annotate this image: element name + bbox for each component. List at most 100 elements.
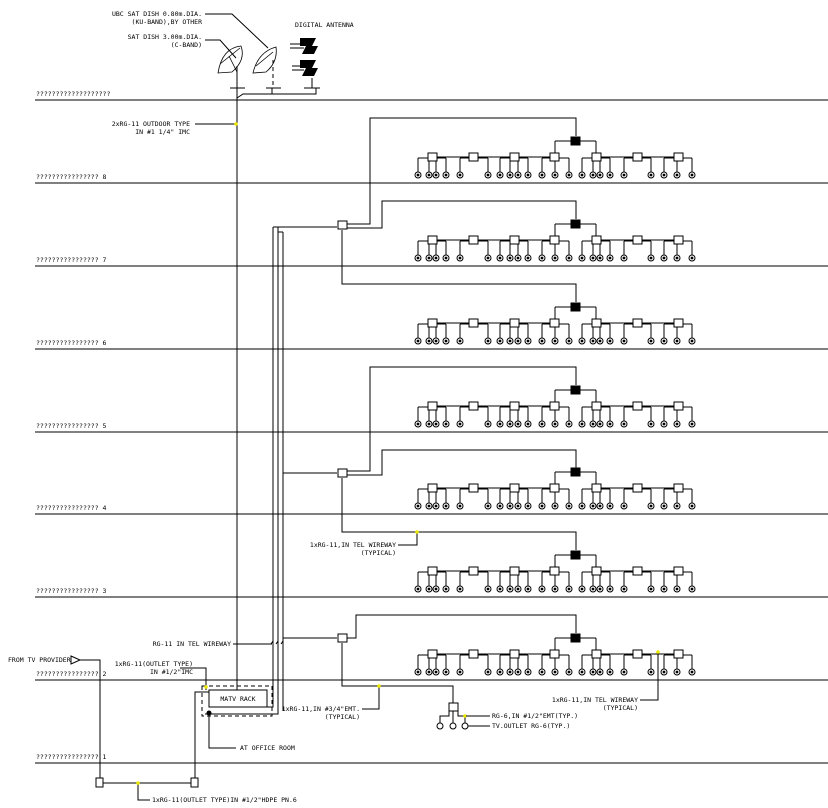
tv-outlet-core <box>675 173 679 177</box>
tap-off-icon <box>427 401 438 411</box>
floor-block <box>414 219 696 262</box>
tv-outlet-core <box>690 422 694 426</box>
tv-outlet-core <box>608 504 612 508</box>
tv-outlet-core <box>567 587 571 591</box>
tv-outlet-core <box>553 504 557 508</box>
tap-off-icon <box>427 566 438 576</box>
tv-outlet-core <box>553 256 557 260</box>
tv-outlet-core <box>526 587 530 591</box>
tv-outlet-core <box>622 339 626 343</box>
digital-antenna-label: DIGITAL ANTENNA <box>295 21 354 29</box>
floor-block <box>414 385 696 428</box>
handhole-box-right <box>190 777 199 788</box>
tap-off-icon <box>468 649 479 659</box>
matv-rack-label: MATV RACK <box>220 695 255 703</box>
wireway-typical-label-b: 1xRG-11,IN TEL WIREWAY <box>552 696 638 704</box>
tv-outlet-core <box>508 422 512 426</box>
tv-outlet-core <box>690 670 694 674</box>
tv-outlet-core <box>580 339 584 343</box>
tv-outlet-core <box>580 670 584 674</box>
emt-label: 1xRG-11,IN #3/4"EMT. <box>282 705 360 713</box>
floor-label: ???????????????? 7 <box>36 256 107 264</box>
tv-outlet-core <box>540 587 544 591</box>
tap-off-icon <box>427 152 438 162</box>
tv-outlet-core <box>458 173 462 177</box>
tap-off-icon <box>632 318 643 328</box>
rg6-label: RG-6,IN #1/2"EMT(TYP.) <box>492 712 578 720</box>
tap-off-icon <box>549 566 560 576</box>
tv-outlet-core <box>458 256 462 260</box>
tap-off-icon <box>509 235 520 245</box>
splitter-icon <box>337 468 348 478</box>
tv-outlet-core <box>598 670 602 674</box>
floor-label: ???????????????? 1 <box>36 753 107 761</box>
tv-outlet-core <box>540 339 544 343</box>
tv-outlet-core <box>416 422 420 426</box>
tv-outlet-icon[interactable] <box>461 722 469 730</box>
office-outlets <box>436 702 490 730</box>
tv-outlet-core <box>662 670 666 674</box>
emt-leader <box>362 686 380 710</box>
tv-outlet-core <box>427 422 431 426</box>
tv-outlet-core <box>444 670 448 674</box>
office-room-label: AT OFFICE ROOM <box>240 744 295 752</box>
tv-outlet-label: TV.OUTLET RG-6(TYP.) <box>492 722 570 730</box>
marker-dot <box>204 685 208 689</box>
tap-off-icon <box>673 649 684 659</box>
sat-dish-label: SAT DISH 3.00m.DIA. <box>128 33 202 41</box>
tv-outlet-core <box>416 504 420 508</box>
floor-label: ???????????????? 4 <box>36 504 107 512</box>
floor-block <box>414 302 696 345</box>
tv-outlet-core <box>498 670 502 674</box>
tv-outlet-core <box>516 587 520 591</box>
tv-outlet-core <box>591 587 595 591</box>
tv-outlet-core <box>444 504 448 508</box>
riser-to-low-splitter <box>282 637 337 644</box>
tv-outlet-core <box>675 670 679 674</box>
ubc-dish-label: UBC SAT DISH 0.80m.DIA. <box>112 10 202 18</box>
tv-outlet-core <box>649 504 653 508</box>
wireway-typical-label-b2: (TYPICAL) <box>603 704 638 712</box>
tap-off-icon <box>427 235 438 245</box>
tv-outlet-core <box>598 587 602 591</box>
tv-outlet-core <box>553 587 557 591</box>
antenna-feed-line <box>236 88 317 99</box>
floor-block <box>414 136 696 179</box>
floor-block <box>414 633 696 676</box>
tv-outlet-core <box>540 504 544 508</box>
feed-office <box>341 643 454 703</box>
matv-rack-box[interactable] <box>208 689 268 708</box>
riser-line-b <box>205 227 279 715</box>
tv-outlet-core <box>486 256 490 260</box>
provider-feed-line <box>80 659 230 784</box>
tv-outlet-icon[interactable] <box>436 722 444 730</box>
marker-dot <box>136 781 140 785</box>
tv-outlet-icon[interactable] <box>449 722 457 730</box>
floor-label: ???????????????? 8 <box>36 173 107 181</box>
tv-outlet-core <box>608 339 612 343</box>
tap-off-icon <box>591 235 602 245</box>
wireway-typ-b-leader <box>640 652 659 701</box>
marker-dot <box>415 530 419 534</box>
tv-outlet-core <box>427 670 431 674</box>
feed-floor-2 <box>347 614 577 639</box>
tv-outlet-core <box>662 422 666 426</box>
tap-off-icon <box>632 152 643 162</box>
tv-outlet-core <box>416 670 420 674</box>
tv-outlet-core <box>690 256 694 260</box>
annotations: UBC SAT DISH 0.80m.DIA. (KU-BAND),BY OTH… <box>8 10 638 804</box>
handhole-box-left <box>95 777 104 788</box>
digital-antenna-icon <box>290 38 320 89</box>
tap-off-icon <box>632 235 643 245</box>
tap-off-icon <box>673 235 684 245</box>
outdoor-cable-label-2: IN #1 1/4" IMC <box>135 128 190 136</box>
trunk-cabling <box>70 13 660 801</box>
tv-outlet-core <box>649 339 653 343</box>
tv-outlet-core <box>553 173 557 177</box>
tap-off-icon <box>427 649 438 659</box>
tv-outlet-core <box>526 173 530 177</box>
tv-outlet-core <box>662 504 666 508</box>
tv-outlet-core <box>690 339 694 343</box>
tap-off-icon <box>673 152 684 162</box>
tv-outlet-core <box>622 173 626 177</box>
